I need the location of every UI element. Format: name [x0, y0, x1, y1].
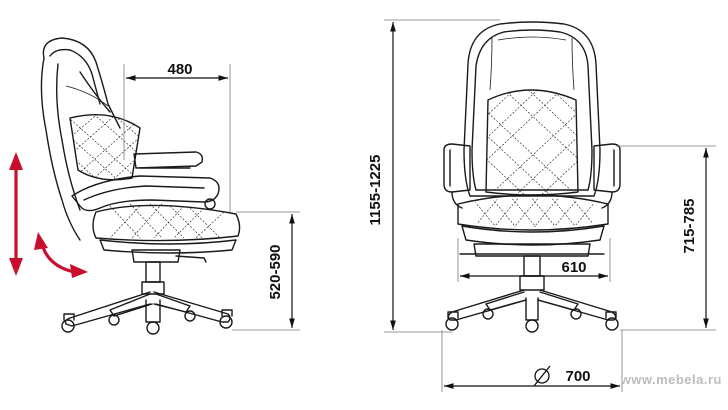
total-height-dimension: 1155-1225 — [367, 19, 500, 333]
seat-depth-dimension: 480 — [123, 61, 231, 212]
seat-height-label: 520-590 — [267, 244, 284, 299]
total-height-label: 1155-1225 — [367, 155, 384, 226]
base-diameter-label: 700 — [565, 368, 590, 385]
seat-depth-label: 480 — [167, 61, 192, 78]
armrest-height-dimension: 715-785 — [616, 145, 716, 331]
height-adjust-arrow-icon — [9, 152, 23, 276]
seat-width-dimension: 610 — [457, 238, 611, 282]
tilt-arrow-icon — [34, 232, 88, 278]
watermark: www.mebela.ru — [620, 372, 722, 387]
front-view-chair — [443, 21, 621, 333]
base-diameter-dimension: 700 — [441, 330, 623, 392]
diameter-icon — [534, 368, 550, 384]
seat-height-dimension: 520-590 — [232, 211, 300, 331]
armrest-height-label: 715-785 — [681, 198, 698, 253]
side-view-chair — [40, 37, 241, 335]
seat-width-label: 610 — [561, 259, 586, 276]
